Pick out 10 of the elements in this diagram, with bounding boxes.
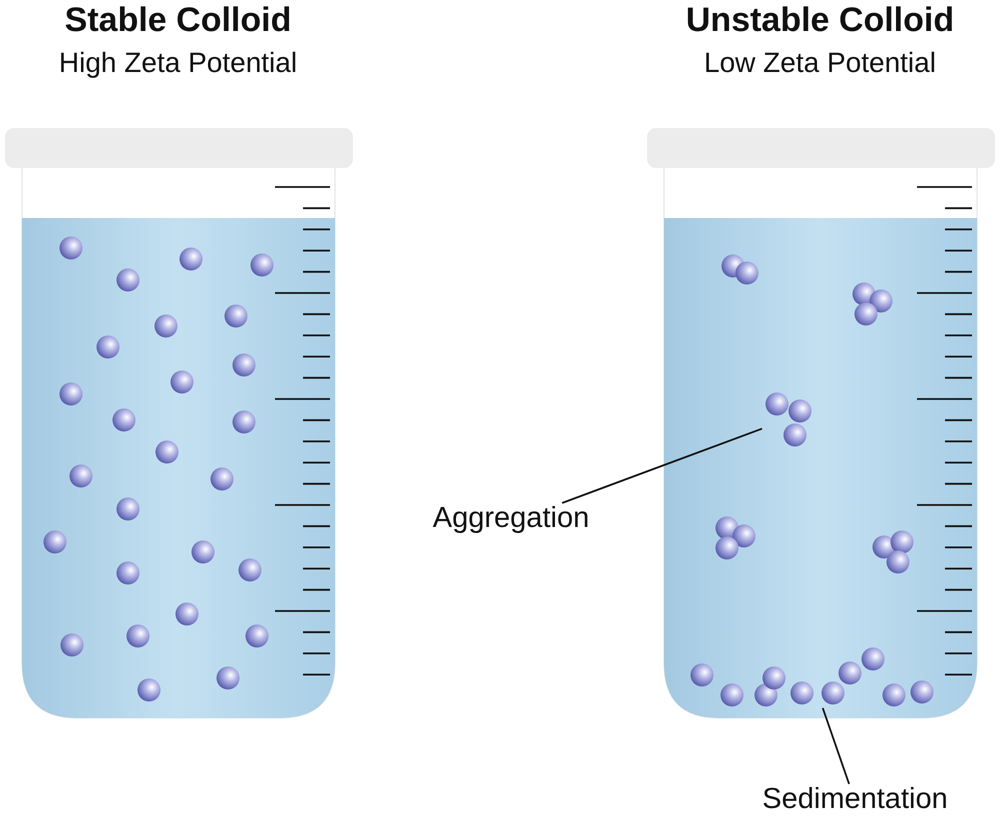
callout-text: Aggregation — [410, 503, 612, 535]
heading: Unstable Colloid — [684, 2, 956, 40]
leader-line — [822, 708, 850, 784]
heading: Stable Colloid — [64, 2, 292, 40]
particle-cluster — [766, 392, 812, 446]
sediment-particles — [690, 648, 934, 706]
leader-line — [562, 428, 762, 504]
subheading: Low Zeta Potential — [703, 48, 937, 79]
callout-text: Sedimentation — [735, 784, 975, 816]
subheading: High Zeta Potential — [58, 48, 298, 79]
